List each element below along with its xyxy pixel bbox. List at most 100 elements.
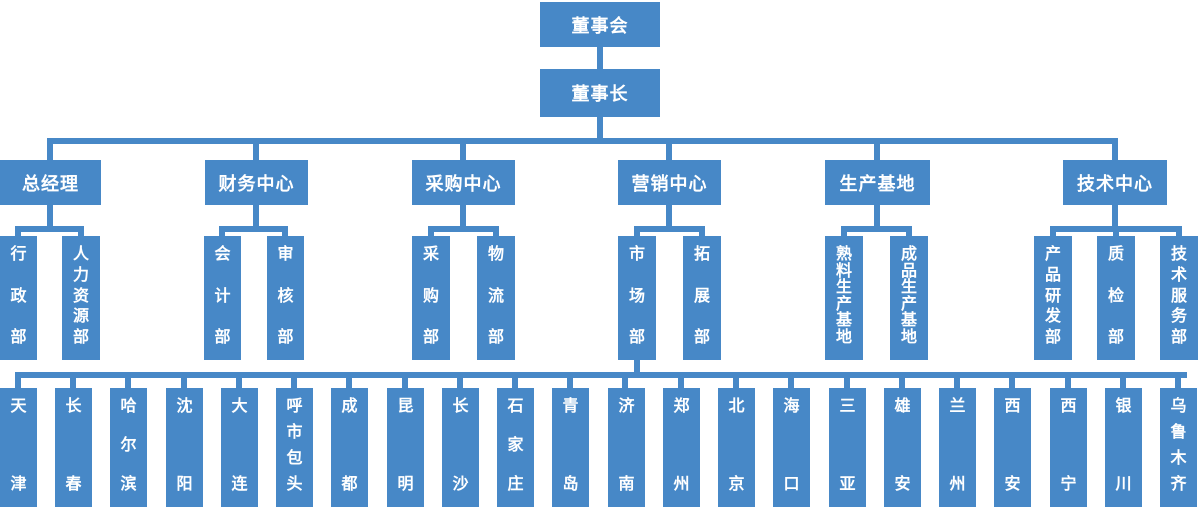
node-label: 北京 [728, 398, 745, 493]
connector [788, 378, 794, 388]
connector [567, 378, 573, 388]
connector [402, 378, 408, 388]
node-label: 董事会 [571, 15, 629, 36]
connector [18, 226, 81, 232]
connector [1176, 226, 1182, 236]
node-label: 技术中心 [1077, 173, 1153, 194]
connector [1065, 378, 1071, 388]
connector [844, 378, 850, 388]
node-product-rd-dept: 产品研发部 [1034, 236, 1072, 360]
node-label: 沈阳 [176, 398, 193, 493]
node-city-yinchuan: 银川 [1105, 388, 1142, 507]
connector [291, 378, 297, 388]
connector [597, 117, 603, 144]
connector [906, 226, 912, 236]
connector [493, 226, 499, 236]
node-label: 采购部 [422, 246, 439, 346]
node-city-harbin: 哈尔滨 [110, 388, 147, 507]
node-general-manager: 总经理 [0, 160, 101, 205]
node-label: 西宁 [1060, 398, 1077, 493]
node-finished-product-base: 成品生产基地 [890, 236, 928, 360]
node-label: 石家庄 [507, 398, 524, 493]
connector [512, 378, 518, 388]
node-label: 兰州 [949, 398, 966, 493]
node-marketing-center: 营销中心 [618, 160, 721, 205]
node-technology-center: 技术中心 [1063, 160, 1167, 205]
connector [15, 226, 21, 236]
connector [15, 372, 1187, 378]
connector [125, 378, 131, 388]
node-hr-dept: 人力资源部 [62, 236, 100, 360]
connector [460, 144, 466, 160]
connector [634, 360, 640, 372]
node-label: 雄安 [894, 398, 911, 493]
node-city-xining: 西宁 [1050, 388, 1087, 507]
connector [1112, 144, 1118, 160]
connector [699, 226, 705, 236]
connector [181, 378, 187, 388]
connector [346, 378, 352, 388]
connector [1120, 378, 1126, 388]
node-city-beijing: 北京 [718, 388, 755, 507]
connector [597, 47, 603, 69]
connector [899, 378, 905, 388]
connector [70, 378, 76, 388]
node-label: 审核部 [277, 246, 294, 346]
node-city-zhengzhou: 郑州 [663, 388, 700, 507]
node-label: 生产基地 [839, 173, 916, 194]
node-city-chengdu: 成都 [331, 388, 368, 507]
node-city-jinan: 济南 [608, 388, 645, 507]
node-label: 财务中心 [218, 173, 295, 194]
node-label: 三亚 [839, 398, 856, 493]
node-label: 技术服务部 [1170, 246, 1187, 346]
node-expansion-dept: 拓展部 [683, 236, 721, 360]
node-procurement-center: 采购中心 [412, 160, 515, 205]
connector [666, 205, 672, 226]
node-city-changsha: 长沙 [442, 388, 479, 507]
node-label: 乌鲁木齐 [1170, 398, 1187, 493]
node-label: 昆明 [397, 398, 414, 493]
node-quality-inspection-dept: 质检部 [1097, 236, 1135, 360]
node-label: 会计部 [214, 246, 231, 346]
connector [47, 144, 53, 160]
node-city-sanya: 三亚 [829, 388, 866, 507]
connector [637, 226, 702, 232]
node-label: 成都 [341, 398, 358, 493]
node-city-xiongan: 雄安 [884, 388, 921, 507]
node-clinker-production-base: 熟料生产基地 [825, 236, 863, 360]
node-label: 郑州 [673, 398, 690, 493]
connector [1050, 226, 1056, 236]
node-purchasing-dept: 采购部 [412, 236, 450, 360]
connector [78, 226, 84, 236]
connector [954, 378, 960, 388]
node-label: 产品研发部 [1044, 246, 1061, 346]
node-board: 董事会 [540, 2, 660, 47]
node-city-dalian: 大连 [221, 388, 258, 507]
node-label: 行政部 [10, 246, 27, 346]
node-city-tianjin: 天津 [0, 388, 37, 507]
connector [460, 205, 466, 226]
connector [222, 226, 286, 232]
connector [874, 144, 880, 160]
connector [253, 205, 259, 226]
node-market-dept: 市场部 [618, 236, 656, 360]
node-city-xian: 西安 [994, 388, 1031, 507]
node-label: 呼市包头 [286, 398, 303, 493]
connector [844, 226, 909, 232]
node-label: 质检部 [1107, 246, 1124, 346]
node-label: 总经理 [22, 173, 79, 194]
connector [15, 378, 21, 388]
connector [47, 205, 53, 226]
node-label: 济南 [618, 398, 635, 493]
node-label: 哈尔滨 [120, 398, 137, 493]
connector [219, 226, 225, 236]
connector [428, 226, 434, 236]
connector [634, 226, 640, 236]
connector [1009, 378, 1015, 388]
node-label: 长沙 [452, 398, 469, 493]
node-production-base: 生产基地 [825, 160, 930, 205]
node-label: 天津 [10, 398, 27, 493]
node-label: 人力资源部 [72, 246, 89, 346]
node-label: 青岛 [562, 398, 579, 493]
